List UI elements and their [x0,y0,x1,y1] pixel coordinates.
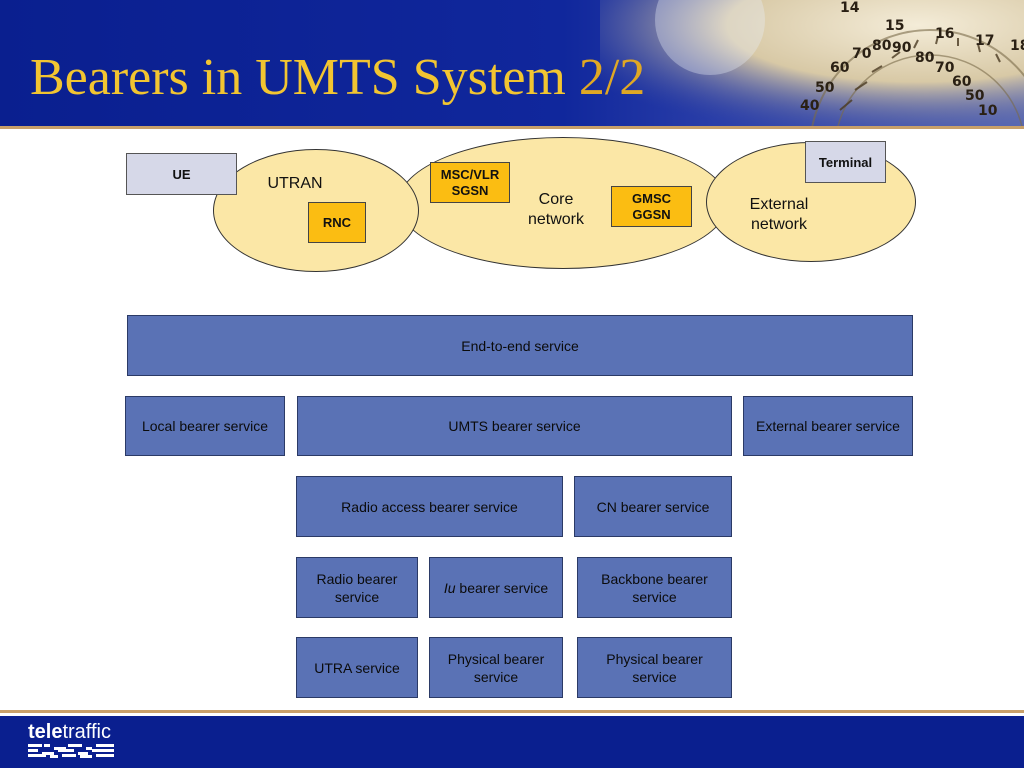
slide-title: Bearers in UMTS System 2/2 [30,49,646,106]
svg-text:40: 40 [800,98,820,114]
svg-text:50: 50 [965,88,985,104]
utra-service: UTRA service [296,637,418,698]
umts-bearer-service: UMTS bearer service [297,396,732,456]
cn-bearer-service: CN bearer service [574,476,732,537]
local-bearer-service: Local bearer service [125,396,285,456]
rnc-node: RNC [308,202,366,243]
svg-text:16: 16 [935,26,954,42]
end-to-end-service: End-to-end service [127,315,913,376]
ue-box: UE [126,153,237,195]
svg-text:70: 70 [935,60,955,76]
svg-text:70: 70 [852,46,872,62]
utran-ellipse [213,149,419,272]
svg-text:14: 14 [840,0,860,16]
radio-access-bearer-service: Radio access bearer service [296,476,563,537]
slide-title-part: 2/2 [578,49,646,106]
ggsn-label: GGSN [632,206,671,222]
svg-text:10: 10 [978,103,998,119]
dial-gauge-image: 40 50 60 70 80 90 80 70 60 50 10 15 16 1… [600,0,1024,126]
external-bearer-service: External bearer service [743,396,913,456]
svg-text:17: 17 [975,33,994,49]
slide-header: 40 50 60 70 80 90 80 70 60 50 10 15 16 1… [0,0,1024,126]
svg-text:50: 50 [815,80,835,96]
teletraffic-logo: teletraffic [28,721,118,763]
terminal-box: Terminal [805,141,886,183]
svg-text:90: 90 [892,40,912,56]
logo-light: traffic [62,721,112,743]
gmsc-label: GMSC [632,190,671,206]
logo-signal-icon [28,744,114,758]
radio-bearer-service: Radio bearer service [296,557,418,618]
svg-text:80: 80 [915,50,935,66]
msc-vlr-label: MSC/VLR [440,166,500,182]
header-rule [0,126,1024,129]
sgsn-label: SGSN [451,182,489,198]
physical-bearer-service-1: Physical bearer service [429,637,563,698]
iu-suffix: bearer service [455,579,549,596]
svg-text:15: 15 [885,18,904,34]
svg-text:60: 60 [830,60,850,76]
physical-bearer-service-2: Physical bearer service [577,637,732,698]
svg-text:80: 80 [872,38,892,54]
backbone-bearer-service: Backbone bearer service [577,557,732,618]
footer-rule [0,710,1024,713]
svg-text:60: 60 [952,74,972,90]
iu-prefix: Iu [443,579,456,596]
slide-footer [0,716,1024,768]
svg-text:18: 18 [1010,38,1024,54]
iu-bearer-service: Iu bearer service [429,557,563,618]
utran-label: UTRAN [267,175,323,192]
logo-bold: tele [28,721,63,743]
